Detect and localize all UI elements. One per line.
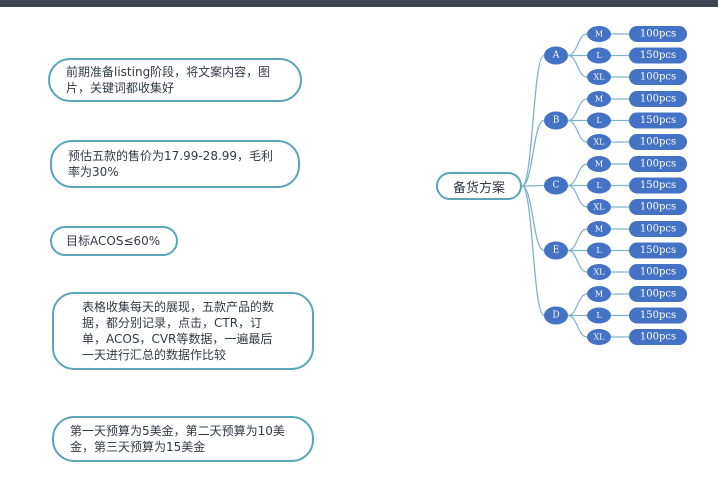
size-node (587, 112, 611, 129)
quantity-label: 100pcs (640, 332, 676, 343)
quantity-node (629, 26, 687, 42)
quantity-label: 100pcs (640, 137, 676, 148)
connector-line (567, 163, 588, 187)
product-label: D (552, 311, 559, 321)
product-node (544, 176, 568, 195)
note-text: 目标ACOS≤60% (66, 234, 161, 248)
quantity-label: 100pcs (640, 72, 676, 83)
connector-line (521, 185, 545, 317)
quantity-node (629, 156, 687, 172)
size-node (587, 307, 611, 324)
size-node (587, 91, 611, 107)
size-node (587, 286, 611, 302)
size-label: M (595, 95, 603, 104)
size-label: L (596, 246, 602, 255)
size-node (587, 329, 611, 345)
connector-line (567, 98, 588, 122)
connector-line (567, 293, 588, 317)
size-label: XL (593, 138, 605, 147)
quantity-label: 100pcs (640, 94, 676, 105)
quantity-node (629, 199, 687, 215)
size-label: M (595, 30, 603, 39)
note-acos-target: 目标ACOS≤60% (50, 226, 178, 256)
connector-line (521, 184, 545, 187)
size-label: M (595, 160, 603, 169)
size-node (587, 47, 611, 64)
quantity-node (629, 47, 687, 64)
product-node (544, 241, 568, 260)
note-price-estimate: 预估五款的售价为17.99-28.99，毛利率为30% (50, 140, 300, 188)
connector-line (567, 119, 588, 143)
root-label: 备货方案 (452, 180, 505, 196)
size-node (587, 134, 611, 150)
product-node (544, 46, 568, 65)
size-label: XL (593, 73, 605, 82)
size-node (587, 177, 611, 194)
note-budget: 第一天预算为5美金，第二天预算为10美金，第三天预算为15美金 (52, 416, 314, 462)
connector-line (567, 184, 588, 208)
product-label: C (553, 181, 560, 191)
connector-line (521, 54, 545, 187)
quantity-node (629, 264, 687, 280)
quantity-label: 150pcs (640, 50, 676, 61)
size-node (587, 264, 611, 280)
note-text: 前期准备listing阶段，将文案内容，图片，关键词都收集好 (66, 65, 271, 95)
quantity-label: 100pcs (640, 267, 676, 278)
product-node (544, 111, 568, 130)
quantity-node (629, 307, 687, 324)
quantity-label: 100pcs (640, 202, 676, 213)
size-node (587, 69, 611, 85)
connector-line (567, 54, 588, 78)
connector-line (567, 228, 588, 252)
note-text: 表格收集每天的展现，五款产品的数据，都分别记录，点击，CTR，订单，ACOS，C… (82, 300, 275, 362)
quantity-node (629, 221, 687, 237)
connector-line (521, 119, 545, 187)
quantity-node (629, 329, 687, 345)
quantity-node (629, 177, 687, 194)
product-label: E (553, 246, 560, 256)
size-label: M (595, 290, 603, 299)
size-label: XL (593, 203, 605, 212)
size-label: XL (593, 268, 605, 277)
quantity-label: 100pcs (640, 159, 676, 170)
quantity-node (629, 242, 687, 259)
size-label: XL (593, 333, 605, 342)
product-label: A (552, 51, 560, 61)
size-label: L (596, 181, 602, 190)
quantity-label: 150pcs (640, 115, 676, 126)
connector-line (521, 185, 545, 252)
size-node (587, 156, 611, 172)
quantity-node (629, 69, 687, 85)
quantity-node (629, 112, 687, 129)
note-listing-prep: 前期准备listing阶段，将文案内容，图片，关键词都收集好 (48, 58, 302, 102)
size-label: L (596, 311, 602, 320)
size-node (587, 242, 611, 259)
quantity-label: 150pcs (640, 180, 676, 191)
quantity-label: 100pcs (640, 224, 676, 235)
note-data-collection: 表格收集每天的展现，五款产品的数据，都分别记录，点击，CTR，订单，ACOS，C… (52, 292, 314, 370)
size-label: L (596, 116, 602, 125)
connector-line (567, 249, 588, 273)
quantity-label: 150pcs (640, 310, 676, 321)
stock-plan-root: 备货方案 (436, 172, 522, 200)
connector-line (567, 33, 588, 57)
note-text: 第一天预算为5美金，第二天预算为10美金，第三天预算为15美金 (70, 424, 285, 454)
product-label: B (553, 116, 560, 126)
connector-line (567, 314, 588, 338)
quantity-label: 150pcs (640, 245, 676, 256)
quantity-label: 100pcs (640, 29, 676, 40)
quantity-node (629, 91, 687, 107)
size-label: M (595, 225, 603, 234)
quantity-node (629, 134, 687, 150)
quantity-node (629, 286, 687, 302)
size-node (587, 221, 611, 237)
size-node (587, 199, 611, 215)
product-node (544, 306, 568, 325)
quantity-label: 100pcs (640, 289, 676, 300)
size-node (587, 26, 611, 42)
top-bar (0, 0, 718, 7)
size-label: L (596, 51, 602, 60)
note-text: 预估五款的售价为17.99-28.99，毛利率为30% (68, 149, 274, 179)
